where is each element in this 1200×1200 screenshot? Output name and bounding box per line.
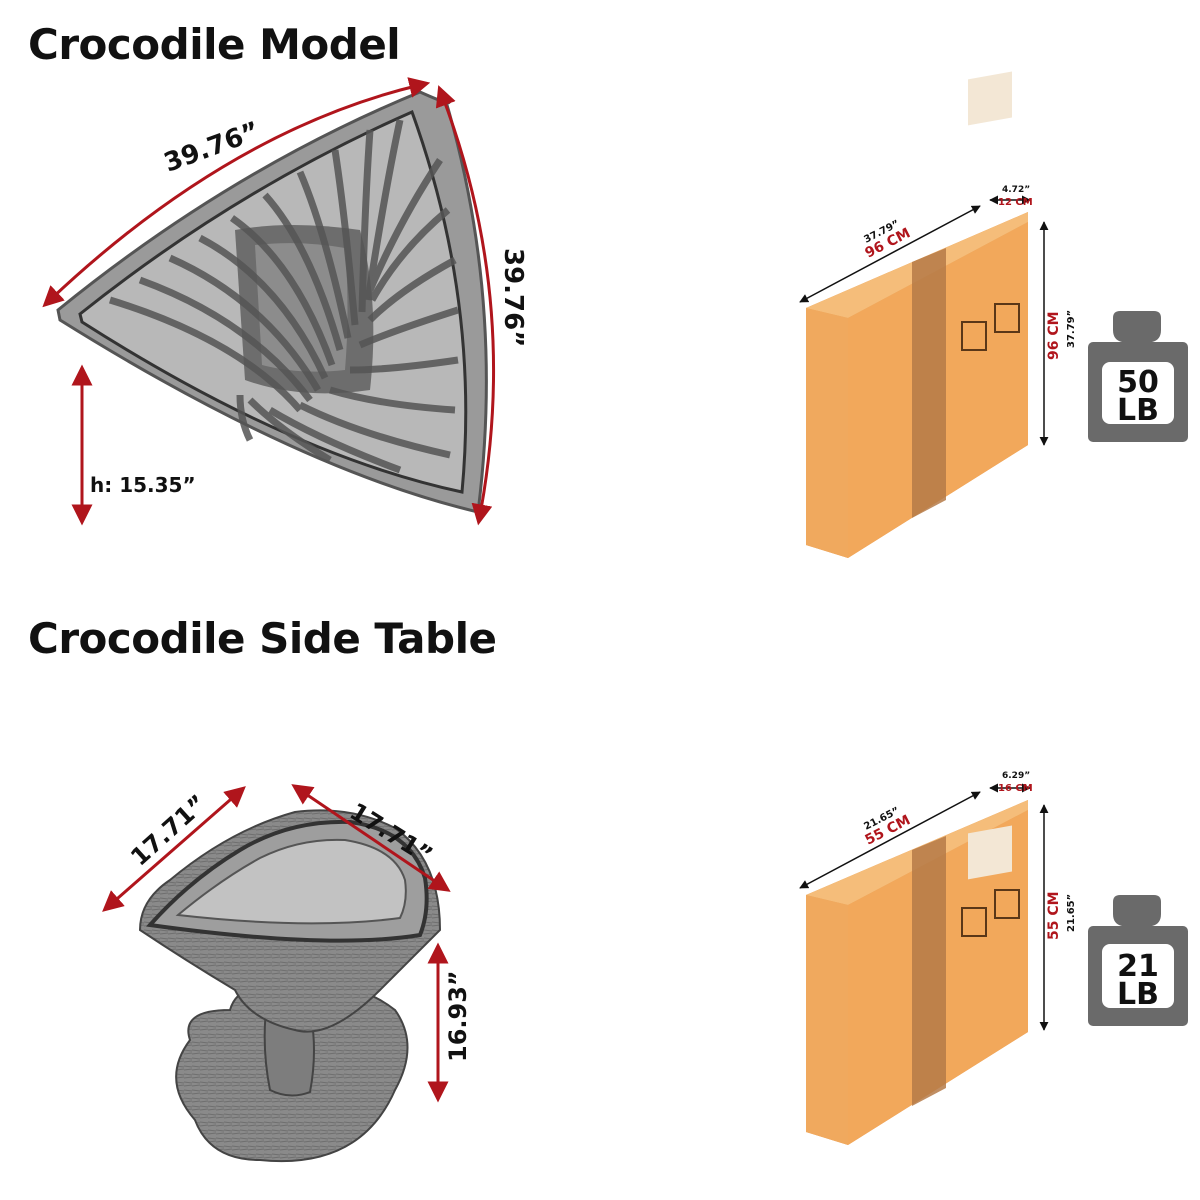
model-side-b-label: 39.76” xyxy=(498,248,528,347)
model-this-side-up-icon xyxy=(994,303,1020,333)
model-box-tape xyxy=(912,248,946,518)
model-box-height-in: 37.79” xyxy=(1066,310,1077,348)
side-table-box-label xyxy=(968,825,1012,880)
model-box-width-line xyxy=(799,205,981,303)
model-box-label xyxy=(968,71,1012,126)
side-table-side-b-line xyxy=(291,784,451,892)
side-table-fragile-icon xyxy=(961,907,987,937)
side-table-box-height-cm: 55 CM xyxy=(1046,891,1062,940)
side-table-box-tape xyxy=(912,836,946,1106)
model-box-depth-cm: 12 CM xyxy=(998,197,1033,208)
model-side-a-label: 39.76” xyxy=(160,116,264,178)
model-dimension-lines xyxy=(42,77,496,526)
side-table-box-depth-in: 6.29” xyxy=(1002,771,1030,781)
model-side-a-line xyxy=(42,77,431,308)
side-table-height-label: 16.93” xyxy=(444,970,472,1062)
model-top-view xyxy=(56,90,488,514)
model-weight-icon xyxy=(1088,311,1188,442)
model-weight-value: 50 xyxy=(1117,365,1159,400)
side-table-shipping-box xyxy=(806,800,1028,1145)
model-fragile-icon xyxy=(961,321,987,351)
model-height-label: h: 15.35” xyxy=(90,473,196,497)
model-side-b-line xyxy=(435,85,496,526)
side-table-box-width-line xyxy=(799,791,981,889)
section-title-model: Crocodile Model xyxy=(28,20,401,69)
model-weight-unit: LB xyxy=(1117,393,1159,428)
side-table-weight-value: 21 xyxy=(1117,949,1159,984)
side-table-illustration xyxy=(138,809,442,1163)
side-table-box-height-in: 21.65” xyxy=(1066,894,1077,932)
side-table-box-depth-cm: 16 CM xyxy=(998,783,1033,794)
model-shipping-box xyxy=(806,71,1028,558)
side-table-weight-unit: LB xyxy=(1117,977,1159,1012)
side-table-weight-icon xyxy=(1088,895,1188,1026)
section-title-side-table: Crocodile Side Table xyxy=(28,614,497,663)
side-table-side-a-line xyxy=(102,786,246,912)
side-table-this-side-up-icon xyxy=(994,889,1020,919)
model-box-depth-in: 4.72” xyxy=(1002,185,1030,195)
model-box-height-cm: 96 CM xyxy=(1046,311,1062,360)
